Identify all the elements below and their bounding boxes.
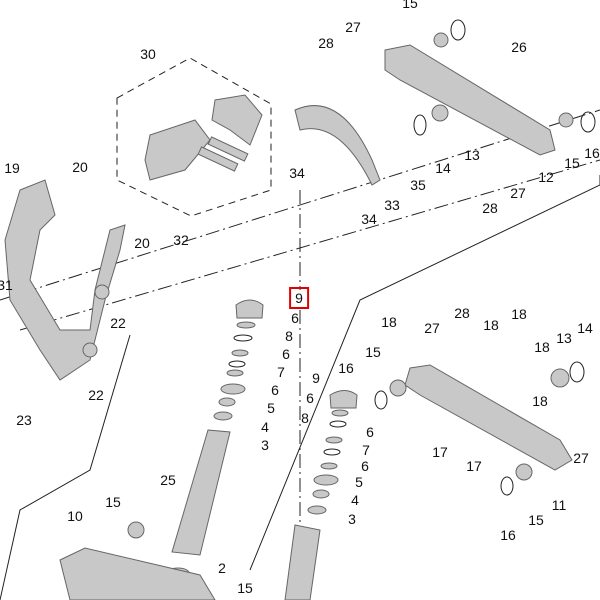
part-callout-18: 18	[483, 317, 499, 333]
bushing	[433, 32, 449, 48]
part-callout-26: 26	[511, 39, 527, 55]
caliper-bracket	[211, 94, 263, 146]
part-callout-20: 20	[72, 159, 88, 175]
part-callout-22: 22	[110, 315, 126, 331]
part-callout-4: 4	[351, 492, 359, 508]
part-callout-5: 5	[267, 400, 275, 416]
part-callout-15: 15	[528, 512, 544, 528]
bushing	[431, 104, 449, 122]
part-callout-3: 3	[348, 511, 356, 527]
part-callout-13: 13	[464, 147, 480, 163]
part-callout-6: 6	[361, 458, 369, 474]
part-callout-6: 6	[291, 310, 299, 326]
part-callout-18: 18	[511, 306, 527, 322]
part-callout-23: 23	[16, 412, 32, 428]
part-callout-17: 17	[466, 458, 482, 474]
part-callout-28: 28	[318, 35, 334, 51]
lower-arm-left	[59, 547, 216, 600]
part-callout-32: 32	[173, 232, 189, 248]
bearing-cap	[329, 390, 358, 409]
part-callout-31: 31	[0, 277, 13, 293]
part-callout-27: 27	[573, 450, 589, 466]
part-callout-12: 12	[538, 169, 554, 185]
part-callout-18: 18	[534, 339, 550, 355]
bushing	[558, 112, 574, 128]
part-callout-15: 15	[564, 155, 580, 171]
part-callout-22: 22	[88, 387, 104, 403]
part-callout-15: 15	[402, 0, 418, 11]
part-callout-16: 16	[500, 527, 516, 543]
bushing	[82, 342, 98, 358]
part-callout-2: 2	[218, 560, 226, 576]
part-callout-27: 27	[510, 185, 526, 201]
brake-pad	[207, 136, 249, 162]
lower-arm	[404, 364, 573, 471]
knuckle-tube	[284, 524, 321, 600]
bushing	[389, 379, 407, 397]
seal-ring	[413, 114, 427, 136]
bushing	[127, 521, 145, 539]
part-callout-18: 18	[381, 314, 397, 330]
upper-arm	[384, 44, 556, 156]
washer-stack	[213, 321, 349, 515]
part-callout-10: 10	[67, 508, 83, 524]
part-callout-28: 28	[454, 305, 470, 321]
part-callout-18: 18	[532, 393, 548, 409]
part-callout-27: 27	[345, 19, 361, 35]
part-callout-34: 34	[361, 211, 377, 227]
part-callout-14: 14	[435, 160, 451, 176]
disc-guard	[294, 105, 381, 186]
part-callout-27: 27	[424, 320, 440, 336]
axis-line	[249, 175, 600, 571]
highlighted-callout-9[interactable]: 9	[289, 287, 309, 309]
part-callout-33: 33	[384, 197, 400, 213]
part-callout-4: 4	[261, 419, 269, 435]
part-callout-6: 6	[271, 382, 279, 398]
bearing-cap	[235, 299, 264, 319]
part-callout-6: 6	[306, 390, 314, 406]
part-callout-8: 8	[301, 410, 309, 426]
part-callout-28: 28	[482, 200, 498, 216]
part-callout-25: 25	[160, 472, 176, 488]
brake-pad	[197, 146, 239, 172]
part-callout-6: 6	[366, 424, 374, 440]
part-callout-15: 15	[365, 344, 381, 360]
seal-ring	[569, 361, 585, 383]
bushing	[550, 368, 570, 388]
part-callout-16: 16	[584, 145, 600, 161]
part-callout-7: 7	[362, 442, 370, 458]
part-callout-14: 14	[577, 320, 593, 336]
seal-ring	[374, 390, 388, 410]
seal-ring	[450, 19, 466, 41]
part-callout-19: 19	[4, 160, 20, 176]
frame-bracket	[4, 179, 126, 381]
axis-line	[19, 159, 600, 331]
brake-caliper	[144, 119, 211, 181]
part-callout-15: 15	[237, 580, 253, 596]
part-callout-16: 16	[338, 360, 354, 376]
part-callout-8: 8	[285, 328, 293, 344]
part-callout-5: 5	[355, 474, 363, 490]
part-callout-6: 6	[282, 346, 290, 362]
seal-ring	[580, 111, 596, 133]
part-callout-30: 30	[140, 46, 156, 62]
part-callout-9: 9	[312, 370, 320, 386]
knuckle-tube	[171, 429, 231, 556]
part-callout-34: 34	[289, 165, 305, 181]
axis-line	[0, 334, 131, 600]
bushing	[515, 463, 533, 481]
part-callout-7: 7	[277, 364, 285, 380]
part-callout-17: 17	[432, 444, 448, 460]
part-callout-20: 20	[134, 235, 150, 251]
bushing	[94, 284, 110, 300]
part-callout-11: 11	[551, 497, 567, 513]
part-callout-13: 13	[556, 330, 572, 346]
part-callout-3: 3	[261, 437, 269, 453]
part-callout-15: 15	[105, 494, 121, 510]
seal-ring	[500, 476, 514, 496]
part-callout-35: 35	[410, 177, 426, 193]
